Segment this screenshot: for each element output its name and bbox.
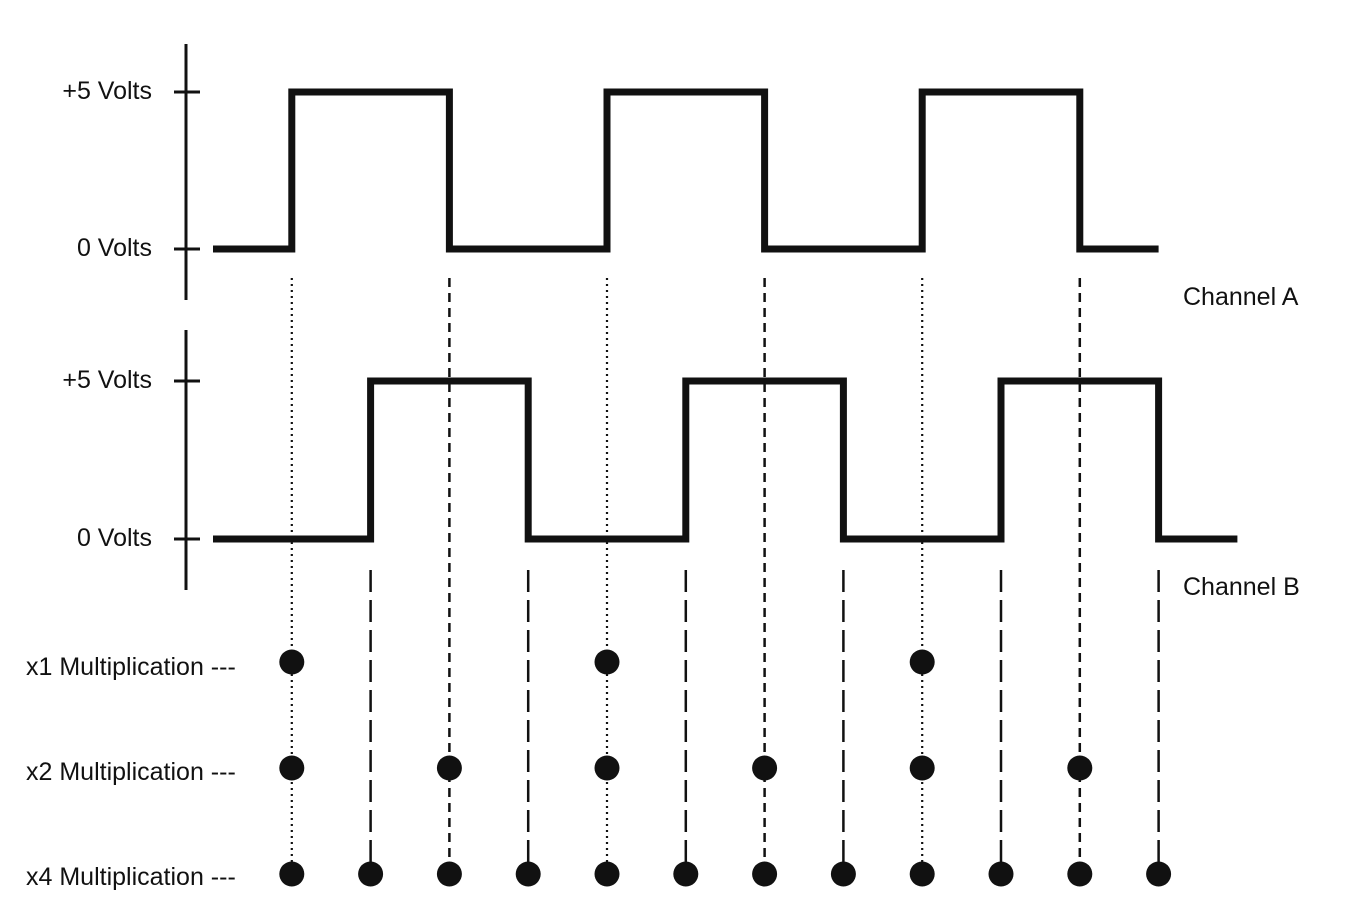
x2-count-dot (279, 755, 305, 781)
x4-count-dot (1146, 861, 1172, 887)
channel-b-waveform (213, 377, 1238, 543)
x4-count-dot (279, 861, 305, 887)
x2-count-dot (594, 755, 620, 781)
channel-a-high-label: +5 Volts (62, 77, 152, 105)
x4-count-dot (830, 861, 856, 887)
x2-count-dot (909, 755, 935, 781)
x4-count-dot (752, 861, 778, 887)
channel-a-label: Channel A (1183, 283, 1299, 311)
edge-guide-lines (290, 278, 1160, 876)
x2-count-dot (752, 755, 778, 781)
channel-a-axis (174, 44, 200, 300)
count-dots (279, 649, 1172, 887)
x1-count-dot (594, 649, 620, 675)
x4-count-dot (594, 861, 620, 887)
x1-count-dot (279, 649, 305, 675)
channel-a-waveform (213, 88, 1159, 253)
x4-count-dot (358, 861, 384, 887)
x4-count-dot (436, 861, 462, 887)
x4-count-dot (988, 861, 1014, 887)
x4-multiplication-label: x4 Multiplication --- (26, 863, 236, 891)
channel-b-label: Channel B (1183, 573, 1300, 601)
x2-count-dot (436, 755, 462, 781)
channel-a-low-label: 0 Volts (77, 234, 152, 262)
x4-count-dot (1067, 861, 1093, 887)
x4-count-dot (673, 861, 699, 887)
x4-count-dot (515, 861, 541, 887)
x1-count-dot (909, 649, 935, 675)
channel-b-high-label: +5 Volts (62, 366, 152, 394)
x2-count-dot (1067, 755, 1093, 781)
x1-multiplication-label: x1 Multiplication --- (26, 653, 236, 681)
x4-count-dot (909, 861, 935, 887)
x2-multiplication-label: x2 Multiplication --- (26, 758, 236, 786)
channel-b-axis (174, 330, 200, 590)
channel-b-low-label: 0 Volts (77, 524, 152, 552)
